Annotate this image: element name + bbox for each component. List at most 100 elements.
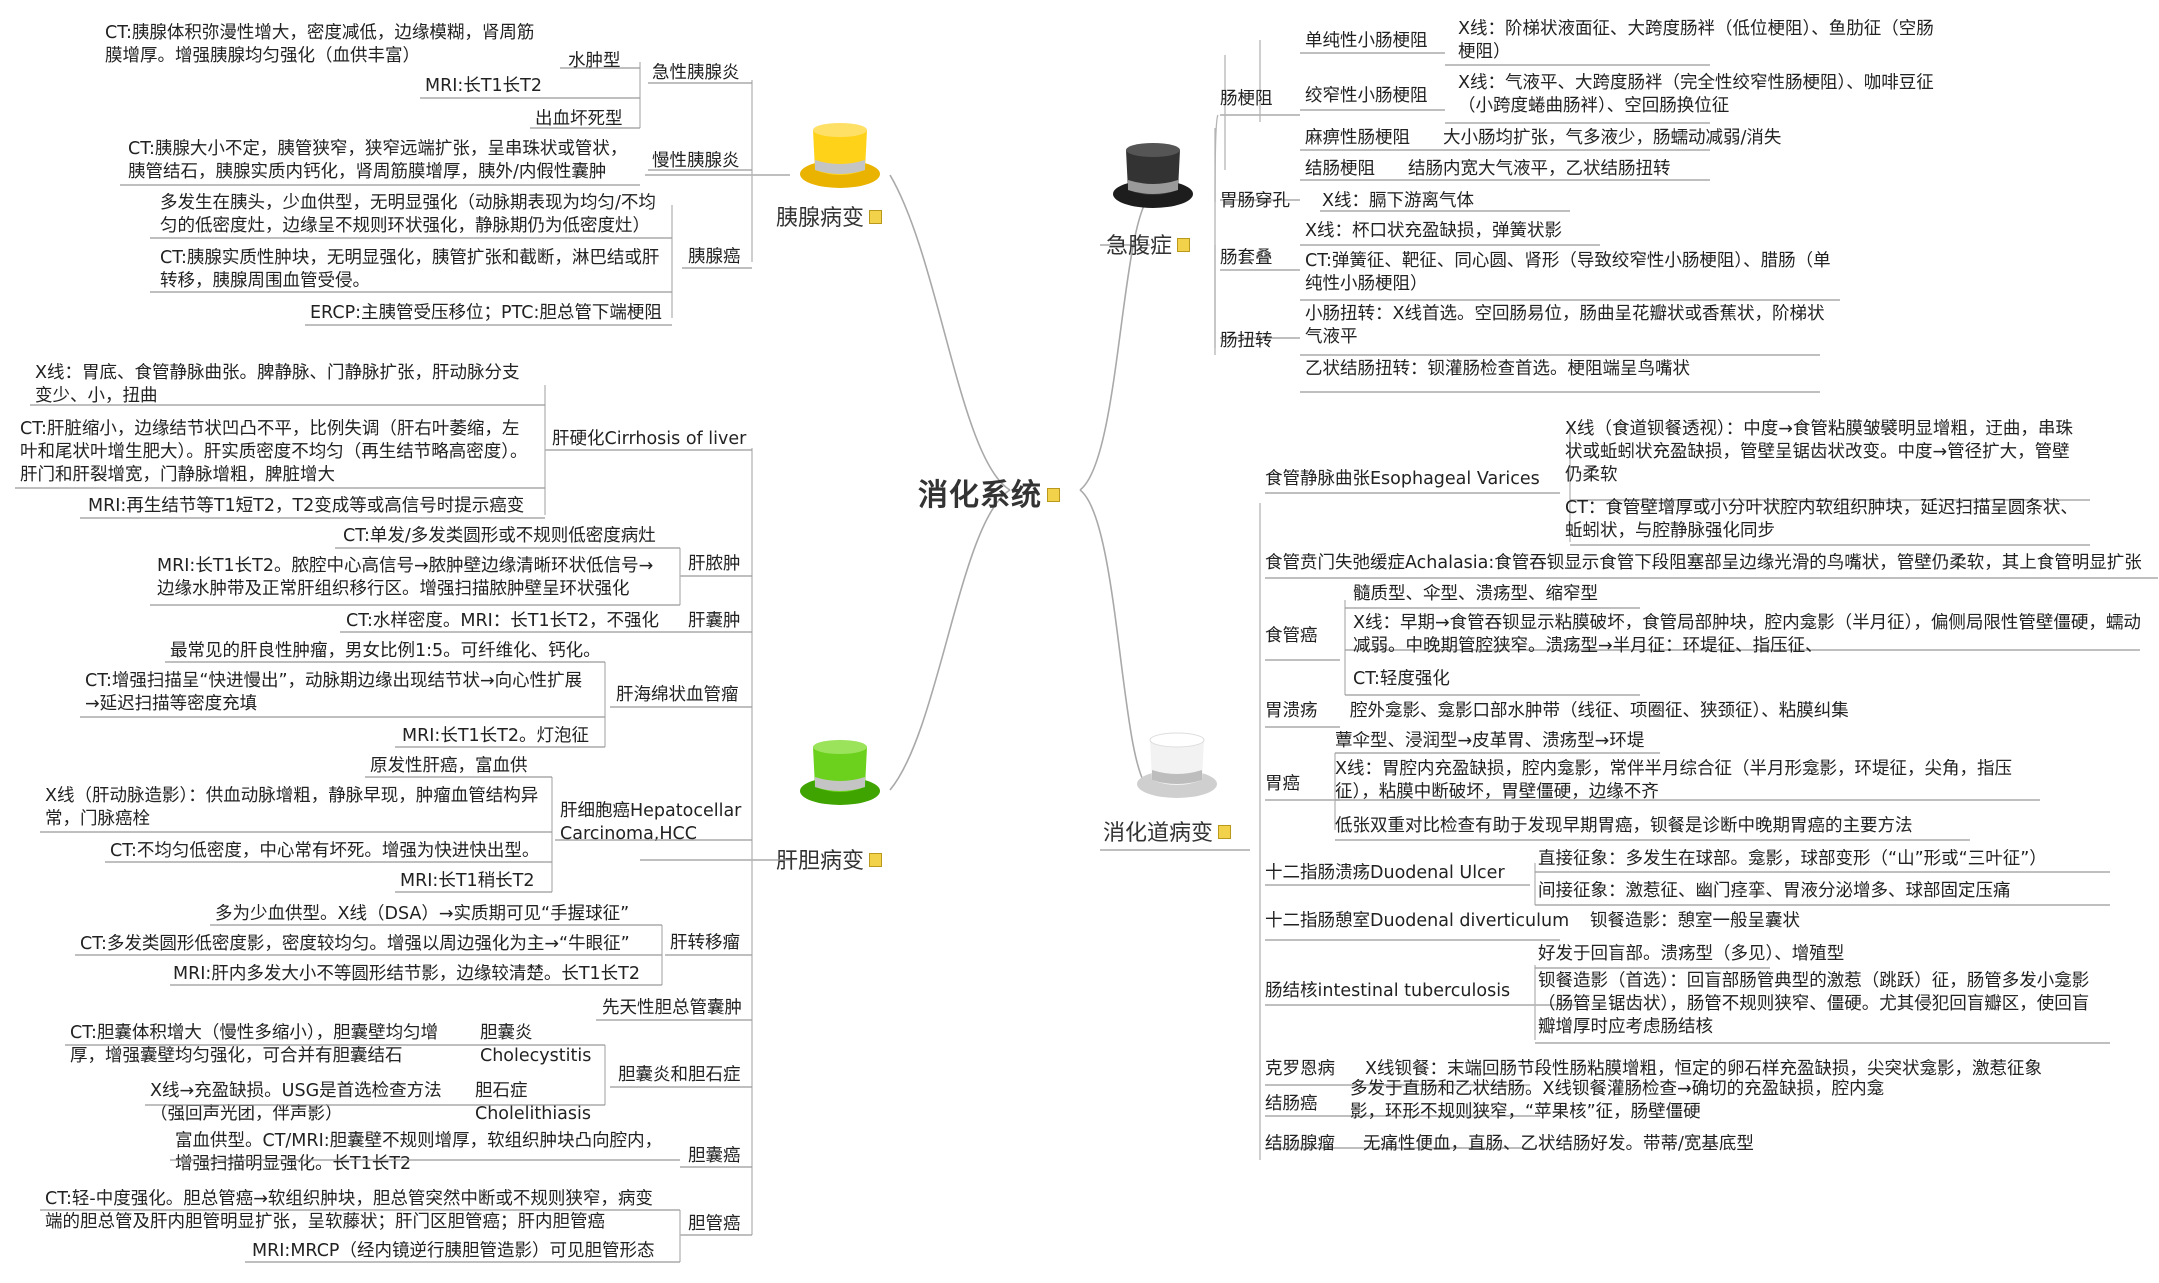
node-metastasis-1[interactable]: 多为少血供型。X线（DSA）→实质期可见“手握球征” bbox=[215, 904, 630, 924]
node-metastasis-2[interactable]: CT:多发类圆形低密度影，密度较均匀。增强以周边强化为主→“牛眼征” bbox=[80, 934, 630, 954]
node-volvulus-sigmoid[interactable]: 乙状结肠扭转：钡灌肠检查首选。梗阻端呈鸟嘴状 bbox=[1305, 359, 1690, 379]
node-duodenal-diverticulum[interactable]: 十二指肠憩室Duodenal diverticulum bbox=[1265, 911, 1570, 931]
node-pancreatic-cancer[interactable]: 胰腺癌 bbox=[688, 247, 741, 267]
node-hcc-2[interactable]: X线（肝动脉造影）：供血动脉增粗，静脉早现，肿瘤血管结构异常，门脉癌栓 bbox=[45, 786, 539, 829]
node-metastasis-3[interactable]: MRI:肝内多发大小不等圆形结节影，边缘较清楚。长T1长T2 bbox=[173, 964, 640, 984]
node-gastric-barium[interactable]: 低张双重对比检查有助于发现早期胃癌，钡餐是诊断中晚期胃癌的主要方法 bbox=[1335, 816, 1913, 836]
node-esoph-types[interactable]: 髓质型、伞型、溃疡型、缩窄型 bbox=[1353, 584, 1598, 604]
node-intestinal-tb[interactable]: 肠结核intestinal tuberculosis bbox=[1265, 981, 1511, 1001]
node-hcc-1[interactable]: 原发性肝癌，富血供 bbox=[370, 756, 528, 776]
node-edema-mri[interactable]: MRI:长T1长T2 bbox=[425, 76, 542, 96]
node-cholecystitis-ct[interactable]: CT:胆囊体积增大（慢性多缩小），胆囊壁均匀增厚，增强囊壁均匀强化，可合并有胆囊… bbox=[70, 1023, 439, 1066]
node-cholecystitis[interactable]: 胆囊炎 Cholecystitis bbox=[480, 1023, 592, 1066]
node-cholelithiasis-text[interactable]: X线→充盈缺损。USG是首选检查方法（强回声光团，伴声影） bbox=[150, 1081, 442, 1124]
node-cirrhosis[interactable]: 肝硬化Cirrhosis of liver bbox=[552, 429, 747, 449]
node-simple-obstruction[interactable]: 单纯性小肠梗阻 bbox=[1305, 31, 1428, 51]
node-bile-duct-ct[interactable]: CT:轻-中度强化。胆总管癌→软组织肿块，胆总管突然中断或不规则狭窄，病变端的胆… bbox=[45, 1189, 653, 1232]
node-colon-cancer[interactable]: 结肠癌 bbox=[1265, 1094, 1318, 1114]
node-cyst-ct[interactable]: CT:水样密度。MRI：长T1长T2，不强化 bbox=[346, 611, 659, 631]
node-choledochal-cyst[interactable]: 先天性胆总管囊肿 bbox=[602, 998, 742, 1018]
node-intus-ct[interactable]: CT:弹簧征、靶征、同心圆、肾形（导致绞窄性小肠梗阻）、腊肠（单纯性小肠梗阻） bbox=[1305, 251, 1831, 294]
node-esoph-x[interactable]: X线：早期→食管吞钡显示粘膜破坏，食管局部肿块，腔内龛影（半月征），偏侧局限性管… bbox=[1353, 613, 2141, 656]
node-chronic-pancreatitis[interactable]: 慢性胰腺炎 bbox=[652, 151, 740, 171]
node-obstruction[interactable]: 肠梗阻 bbox=[1220, 89, 1273, 109]
node-edema-ct[interactable]: CT:胰腺体积弥漫性增大，密度减低，边缘模糊，肾周筋膜增厚。增强胰腺均匀强化（血… bbox=[105, 23, 535, 66]
node-gastric-x[interactable]: X线：胃腔内充盈缺损，腔内龛影，常伴半月综合征（半月形龛影，环堤征，尖角，指压征… bbox=[1335, 759, 2012, 802]
node-cirrhosis-mri[interactable]: MRI:再生结节等T1短T2，T2变成等或高信号时提示癌变 bbox=[88, 496, 525, 516]
node-cancer-desc[interactable]: 多发生在胰头，少血供型，无明显强化（动脉期表现为均匀/不均匀的低密度灶，边缘呈不… bbox=[160, 193, 656, 236]
black-hat-icon bbox=[1113, 143, 1193, 208]
node-hcc[interactable]: 肝细胞癌Hepatocellar Carcinoma,HCC bbox=[560, 801, 742, 844]
node-gb-cancer-text[interactable]: 富血供型。CT/MRI:胆囊壁不规则增厚，软组织肿块凸向腔内，增强扫描明显强化。… bbox=[175, 1131, 663, 1174]
node-crohn-text[interactable]: X线钡餐：末端回肠节段性肠粘膜增粗，恒定的卵石样充盈缺损，尖突状龛影，激惹征象 bbox=[1365, 1059, 2042, 1079]
node-hemorrhagic[interactable]: 出血坏死型 bbox=[535, 109, 623, 129]
node-bile-duct-cancer[interactable]: 胆管癌 bbox=[688, 1214, 741, 1234]
node-volvulus[interactable]: 肠扭转 bbox=[1220, 331, 1273, 351]
node-adenoma[interactable]: 结肠腺瘤 bbox=[1265, 1134, 1335, 1154]
node-volvulus-small[interactable]: 小肠扭转：X线首选。空回肠易位，肠曲呈花瓣状或香蕉状，阶梯状气液平 bbox=[1305, 304, 1825, 347]
node-duodenal-direct[interactable]: 直接征象：多发生在球部。龛影，球部变形（“山”形或“三叶征”） bbox=[1538, 849, 2047, 869]
root-topic[interactable]: 消化系统 bbox=[918, 470, 1060, 514]
node-gastric-ulcer[interactable]: 胃溃疡 bbox=[1265, 701, 1318, 721]
node-diverticulum-text[interactable]: 钡餐造影：憩室一般呈囊状 bbox=[1590, 911, 1800, 931]
node-esophageal-cancer[interactable]: 食管癌 bbox=[1265, 626, 1318, 646]
topic-acute-abdomen[interactable]: 急腹症 bbox=[1106, 228, 1191, 260]
node-abscess-ct[interactable]: CT:单发/多发类圆形或不规则低密度病灶 bbox=[343, 526, 656, 546]
node-colon-x[interactable]: 结肠内宽大气液平，乙状结肠扭转 bbox=[1408, 159, 1671, 179]
node-duodenal-ulcer[interactable]: 十二指肠溃疡Duodenal Ulcer bbox=[1265, 863, 1505, 883]
node-cirrhosis-ct[interactable]: CT:肝脏缩小，边缘结节状凹凸不平，比例失调（肝右叶萎缩，左叶和尾状叶增生肥大）… bbox=[20, 419, 528, 485]
note-icon bbox=[1177, 238, 1191, 252]
topic-gi[interactable]: 消化道病变 bbox=[1103, 815, 1232, 847]
node-intus-x[interactable]: X线：杯口状充盈缺损，弹簧状影 bbox=[1305, 221, 1562, 241]
node-acute-pancreatitis[interactable]: 急性胰腺炎 bbox=[652, 63, 740, 83]
node-adenoma-text[interactable]: 无痛性便血，直肠、乙状结肠好发。带蒂/宽基底型 bbox=[1363, 1134, 1754, 1154]
topic-pancreas[interactable]: 胰腺病变 bbox=[776, 200, 883, 232]
node-perforation[interactable]: 胃肠穿孔 bbox=[1220, 191, 1290, 211]
node-chronic-ct[interactable]: CT:胰腺大小不定，胰管狭窄，狭窄远端扩张，呈串珠状或管状，胰管结石，胰腺实质内… bbox=[128, 139, 628, 182]
node-cancer-ercp[interactable]: ERCP:主胰管受压移位；PTC:胆总管下端梗阻 bbox=[310, 303, 662, 323]
node-varices[interactable]: 食管静脉曲张Esophageal Varices bbox=[1265, 469, 1540, 489]
node-hemangioma-1[interactable]: 最常见的肝良性肿瘤，男女比例1:5。可纤维化、钙化。 bbox=[170, 641, 601, 661]
node-metastasis[interactable]: 肝转移瘤 bbox=[670, 933, 740, 953]
node-varices-ct[interactable]: CT：食管壁增厚或小分叶状腔内软组织肿块，延迟扫描呈圆条状、蚯蚓状，与腔静脉强化… bbox=[1565, 498, 2078, 541]
node-hcc-3[interactable]: CT:不均匀低密度，中心常有坏死。增强为快进快出型。 bbox=[110, 841, 540, 861]
node-esoph-ct[interactable]: CT:轻度强化 bbox=[1353, 669, 1450, 689]
node-simple-xray[interactable]: X线：阶梯状液面征、大跨度肠袢（低位梗阻）、鱼肋征（空肠梗阻） bbox=[1458, 19, 1934, 62]
note-icon bbox=[869, 210, 883, 224]
node-hemangioma[interactable]: 肝海绵状血管瘤 bbox=[616, 685, 739, 705]
node-gallbladder-cancer[interactable]: 胆囊癌 bbox=[688, 1146, 741, 1166]
node-paralytic-x[interactable]: 大小肠均扩张，气多液少，肠蠕动减弱/消失 bbox=[1443, 128, 1782, 148]
node-varices-x[interactable]: X线（食道钡餐透视）：中度→食管粘膜皱襞明显增粗，迂曲，串珠状或蚯蚓状充盈缺损，… bbox=[1565, 419, 2073, 485]
node-tb-1[interactable]: 好发于回盲部。溃疡型（多见）、增殖型 bbox=[1538, 944, 1845, 964]
node-hcc-4[interactable]: MRI:长T1稍长T2 bbox=[400, 871, 535, 891]
node-tb-2[interactable]: 钡餐造影（首选）：回盲部肠管典型的激惹（跳跃）征，肠管多发小龛影（肠管呈锯齿状）… bbox=[1538, 971, 2090, 1037]
yellow-hat-icon bbox=[800, 123, 880, 188]
node-gastric-cancer[interactable]: 胃癌 bbox=[1265, 774, 1300, 794]
node-cholelithiasis[interactable]: 胆石症 Cholelithiasis bbox=[475, 1081, 592, 1124]
node-crohn[interactable]: 克罗恩病 bbox=[1265, 1059, 1335, 1079]
node-achalasia[interactable]: 食管贲门失弛缓症Achalasia:食管吞钡显示食管下段阻塞部呈边缘光滑的鸟嘴状… bbox=[1265, 553, 2142, 573]
node-liver-abscess[interactable]: 肝脓肿 bbox=[688, 554, 741, 574]
node-intussusception[interactable]: 肠套叠 bbox=[1220, 248, 1273, 268]
node-gastric-ulcer-text[interactable]: 腔外龛影、龛影口部水肿带（线征、项圈征、狭颈征）、粘膜纠集 bbox=[1350, 701, 1849, 721]
root-label: 消化系统 bbox=[918, 478, 1042, 513]
node-strangulated[interactable]: 绞窄性小肠梗阻 bbox=[1305, 86, 1428, 106]
node-gallbladder[interactable]: 胆囊炎和胆石症 bbox=[618, 1065, 741, 1085]
node-colon-cancer-text[interactable]: 多发于直肠和乙状结肠。X线钡餐灌肠检查→确切的充盈缺损，腔内龛影，环形不规则狭窄… bbox=[1350, 1079, 1885, 1122]
node-cancer-ct[interactable]: CT:胰腺实质性肿块，无明显强化，胰管扩张和截断，淋巴结或肝转移，胰腺周围血管受… bbox=[160, 248, 660, 291]
node-cirrhosis-xray[interactable]: X线：胃底、食管静脉曲张。脾静脉、门静脉扩张，肝动脉分支变少、小，扭曲 bbox=[35, 363, 520, 406]
node-perforation-x[interactable]: X线：膈下游离气体 bbox=[1322, 191, 1474, 211]
node-strang-xray[interactable]: X线：气液平、大跨度肠袢（完全性绞窄性肠梗阻）、咖啡豆征（小跨度蜷曲肠袢）、空回… bbox=[1458, 73, 1934, 116]
node-hemangioma-2[interactable]: CT:增强扫描呈“快进慢出”，动脉期边缘出现结节状→向心性扩展→延迟扫描等密度充… bbox=[85, 671, 583, 714]
node-abscess-mri[interactable]: MRI:长T1长T2。脓腔中心高信号→脓肿壁边缘清晰环状低信号→边缘水肿带及正常… bbox=[157, 556, 654, 599]
node-edema-type[interactable]: 水肿型 bbox=[568, 51, 621, 71]
node-hemangioma-3[interactable]: MRI:长T1长T2。灯泡征 bbox=[402, 726, 589, 746]
node-gastric-types[interactable]: 蕈伞型、浸润型→皮革胃、溃疡型→环堤 bbox=[1335, 731, 1645, 751]
node-duodenal-indirect[interactable]: 间接征象：激惹征、幽门痉挛、胃液分泌增多、球部固定压痛 bbox=[1538, 881, 2011, 901]
node-liver-cyst[interactable]: 肝囊肿 bbox=[688, 611, 741, 631]
node-paralytic[interactable]: 麻痹性肠梗阻 bbox=[1305, 128, 1410, 148]
node-bile-duct-mri[interactable]: MRI:MRCP（经内镜逆行胰胆管造影）可见胆管形态 bbox=[252, 1241, 655, 1261]
node-colon-obstruction[interactable]: 结肠梗阻 bbox=[1305, 159, 1375, 179]
topic-liver[interactable]: 肝胆病变 bbox=[776, 843, 883, 875]
